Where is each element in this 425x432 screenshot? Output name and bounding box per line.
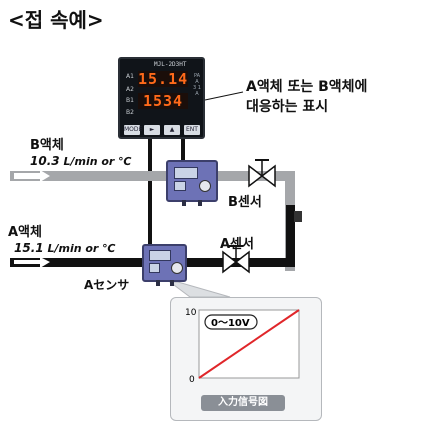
- annotation-leader: [204, 91, 244, 101]
- controller-side-text: PA A 3 1 A: [193, 73, 201, 97]
- sensor-a: [142, 244, 187, 286]
- flow-a-value: 15.1: [14, 241, 44, 255]
- graph-callout: [168, 281, 231, 298]
- enter-button[interactable]: ENT: [184, 125, 200, 135]
- flow-a-unit: L/min or ℃: [47, 242, 116, 255]
- sensor-b-label: B센서: [228, 195, 262, 210]
- signal-line: [198, 309, 300, 379]
- flow-arrow-a: [14, 257, 50, 268]
- mode-button[interactable]: MODE: [124, 125, 143, 135]
- graph-title: 入力信号図: [201, 395, 285, 411]
- row-label: A1: [126, 73, 134, 80]
- flow-a-readout: 15.1 L/min or ℃: [14, 241, 116, 255]
- sensor-a-pin: [170, 280, 174, 286]
- display-value: 1534: [138, 93, 188, 109]
- flow-b-name: B액체: [30, 138, 64, 153]
- up-button[interactable]: ▲: [164, 125, 180, 135]
- sensor-a-pin: [156, 280, 160, 286]
- controller-display: MJL-2D3HT A1 15.14 A2 B1 1534 B2 PA A 3 …: [118, 57, 205, 139]
- sensor-b-pin: [198, 200, 202, 206]
- flow-b-value: 10.3: [30, 154, 60, 168]
- display-value: 15.14: [138, 70, 189, 88]
- annotation-line-2: 대응하는 표시: [246, 99, 329, 115]
- valve-b: [248, 159, 276, 188]
- flow-arrow-b: [14, 170, 50, 182]
- sensor-a-indicator: [149, 263, 160, 273]
- sensor-a-jp-label: Aセンサ: [84, 278, 130, 292]
- shift-button[interactable]: ►: [144, 125, 160, 135]
- sensor-a-lcd: [149, 250, 171, 261]
- row-label: B2: [126, 109, 134, 116]
- pipe-b-center-stub: [140, 171, 148, 181]
- pipe-a-riser: [286, 205, 295, 267]
- y-max-label: 10: [185, 308, 197, 318]
- valve-a: [222, 245, 250, 274]
- sensor-b: [166, 160, 218, 206]
- sensor-b-indicator: [174, 181, 186, 191]
- sensor-a-label: A센서: [220, 237, 254, 252]
- range-label: 0～10V: [211, 318, 250, 329]
- sensor-b-knob: [199, 180, 211, 192]
- range-pill: [204, 314, 258, 330]
- flow-b-unit: L/min or ℃: [63, 155, 132, 168]
- controller-model: MJL-2D3HT: [154, 61, 187, 68]
- row-label: A2: [126, 86, 134, 93]
- pipe-fitting: [294, 211, 302, 222]
- flow-a-name: A액체: [8, 225, 42, 240]
- input-signal-graph: 10 0 0～10V 入力信号図: [170, 297, 322, 421]
- sensor-b-pin: [182, 200, 186, 206]
- page-heading: <접 속예>: [8, 8, 104, 32]
- y-min-label: 0: [189, 375, 195, 385]
- annotation-line-1: A액체 또는 B액체에: [246, 79, 368, 95]
- pipe-b-inlet: [10, 171, 290, 181]
- sensor-b-lcd: [174, 167, 198, 179]
- signal-plot: 10 0 0～10V: [185, 308, 300, 385]
- flow-b-readout: 10.3 L/min or ℃: [30, 154, 132, 168]
- sensor-a-knob: [171, 262, 183, 274]
- row-label: B1: [126, 97, 134, 104]
